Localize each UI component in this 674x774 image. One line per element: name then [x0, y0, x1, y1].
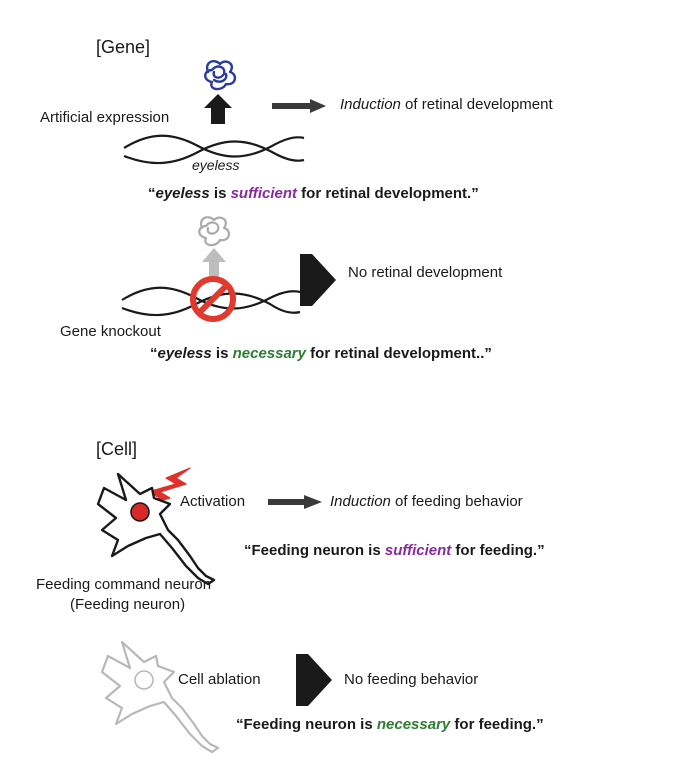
- gene-header: [Gene]: [96, 37, 151, 57]
- gene-sufficient-quote: “eyeless is sufficient for retinal devel…: [148, 185, 479, 203]
- sufficient-keyword: sufficient: [230, 185, 297, 202]
- sufficient-keyword: sufficient: [384, 542, 452, 559]
- quote-lead: “Feeding neuron is: [244, 542, 385, 559]
- quote-gene: eyeless: [155, 185, 210, 202]
- quote-open: “: [148, 185, 156, 202]
- expression-up-arrow: [204, 94, 232, 124]
- quote-is: is: [209, 185, 231, 202]
- quote-rest: for retinal development.”: [297, 185, 479, 202]
- dna-strand-top: [123, 134, 305, 165]
- cell-induction-text: Induction of feeding behavior: [330, 493, 523, 511]
- induction-rest: of retinal development: [400, 96, 553, 113]
- activation-label: Activation: [180, 493, 246, 510]
- protein-icon: [204, 60, 237, 91]
- quote-lead: “Feeding neuron is: [236, 716, 377, 733]
- cell-header: [Cell]: [96, 439, 138, 459]
- quote-rest: for feeding.”: [450, 716, 544, 733]
- prohibit-icon: [190, 276, 236, 322]
- artificial-expression-label: Artificial expression: [40, 109, 170, 126]
- cell-sufficient-quote: “Feeding neuron is sufficient for feedin…: [244, 542, 545, 560]
- no-feeding-behavior-text: No feeding behavior: [344, 671, 479, 688]
- feeding-neuron-icon: [96, 472, 216, 586]
- cell-ablation-label: Cell ablation: [178, 671, 261, 688]
- protein-faded-icon: [198, 216, 230, 247]
- induction-rest: of feeding behavior: [390, 493, 523, 510]
- quote-rest: for retinal development..”: [306, 345, 492, 362]
- quote-gene: eyeless: [157, 345, 212, 362]
- induction-word: Induction: [330, 493, 391, 510]
- gene-knockout-label: Gene knockout: [60, 323, 161, 340]
- neuron-label-line1: Feeding command neuron: [36, 576, 212, 593]
- induction-word: Induction: [340, 96, 401, 113]
- big-arrow-cell: [296, 654, 332, 706]
- neuron-label-line2: (Feeding neuron): [70, 596, 186, 613]
- necessary-keyword: necessary: [376, 716, 451, 733]
- induction-arrow-cell: [268, 495, 322, 509]
- gene-necessary-quote: “eyeless is necessary for retinal develo…: [150, 345, 492, 363]
- gene-name-label: eyeless: [192, 157, 240, 173]
- ablated-neuron-icon: [100, 640, 220, 754]
- cell-necessary-quote: “Feeding neuron is necessary for feeding…: [236, 716, 544, 734]
- quote-is: is: [211, 345, 233, 362]
- quote-rest: for feeding.”: [451, 542, 545, 559]
- necessary-keyword: necessary: [232, 345, 306, 362]
- big-arrow-gene: [300, 254, 336, 306]
- quote-open: “: [150, 345, 158, 362]
- gene-induction-text: Induction of retinal development: [340, 96, 553, 114]
- no-retinal-development-text: No retinal development: [348, 264, 503, 281]
- faded-up-arrow: [202, 248, 226, 278]
- induction-arrow-gene: [272, 99, 326, 113]
